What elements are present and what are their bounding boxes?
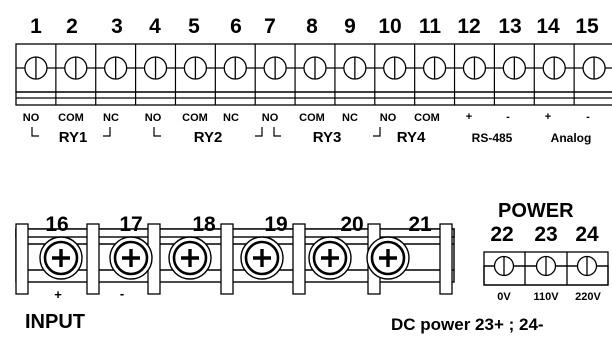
power-voltage-220v: 220V — [575, 291, 601, 303]
input-block-top-rail — [15, 228, 455, 238]
group-label-ry4: RY4 — [396, 129, 426, 146]
terminal-number-12: 12 — [457, 15, 481, 38]
input-number-17: 17 — [119, 213, 143, 236]
pin-label-12: + — [465, 111, 473, 123]
group-label-analog: Analog — [550, 131, 592, 145]
pin-label-13: - — [506, 111, 510, 123]
ry3-bracket-left — [273, 127, 281, 137]
terminal-number-1: 1 — [30, 15, 42, 38]
terminal-number-5: 5 — [188, 15, 200, 38]
input-plus-label: + — [54, 287, 62, 302]
screw-icon — [535, 255, 557, 277]
ry3-bracket-right — [373, 127, 381, 137]
input-number-20: 20 — [340, 213, 364, 236]
terminal-number-11: 11 — [418, 15, 442, 38]
screw-icon — [104, 56, 128, 80]
screw-icon — [263, 56, 287, 80]
dc-power-note: DC power 23+ ; 24- — [391, 315, 544, 334]
pin-label-6: NC — [223, 112, 239, 124]
pin-label-7: NO — [261, 112, 279, 124]
screw-icon — [542, 56, 566, 80]
screw-icon — [64, 56, 88, 80]
power-voltage-110v: 110V — [533, 291, 559, 303]
terminal-number-7: 7 — [264, 15, 276, 38]
input-minus-label: - — [119, 286, 125, 301]
screw-icon — [383, 56, 407, 80]
plus-screw-icon — [240, 236, 284, 280]
screw-icon — [303, 56, 327, 80]
ry2-bracket-right — [255, 127, 263, 137]
pin-label-5: COM — [182, 112, 208, 124]
terminal-number-2: 2 — [66, 15, 78, 38]
pin-label-10: NO — [379, 112, 397, 124]
screw-icon — [422, 56, 447, 80]
terminal-post — [220, 223, 234, 295]
input-number-21: 21 — [408, 213, 432, 236]
plus-screw-icon — [109, 236, 153, 280]
pin-label-14: + — [544, 111, 552, 123]
input-number-18: 18 — [192, 213, 216, 236]
plus-screw-icon — [168, 236, 212, 280]
pin-label-4: NO — [144, 112, 162, 124]
plus-screw-icon — [366, 236, 410, 280]
screw-icon — [493, 255, 515, 277]
screw-icon — [502, 56, 526, 80]
screw-icon — [24, 56, 48, 80]
plus-screw-icon — [39, 236, 83, 280]
power-title: POWER — [498, 200, 574, 222]
input-number-16: 16 — [45, 213, 69, 236]
relay-brackets — [31, 127, 381, 137]
group-label-ry1: RY1 — [58, 129, 88, 146]
power-number-23: 23 — [534, 223, 558, 246]
screw-icon — [183, 56, 208, 80]
power-voltage-0v: 0V — [497, 291, 511, 303]
pin-label-9: NC — [342, 112, 358, 124]
pin-label-11: COM — [414, 112, 440, 124]
terminal-post — [439, 223, 453, 295]
power-number-24: 24 — [575, 223, 599, 246]
group-label-rs485: RS-485 — [471, 131, 513, 145]
input-screw-row — [39, 236, 410, 280]
pin-label-2: COM — [58, 112, 84, 124]
terminal-number-10: 10 — [378, 15, 402, 38]
terminal-number-9: 9 — [344, 15, 356, 38]
screw-icon — [343, 56, 367, 80]
input-number-19: 19 — [264, 213, 288, 236]
power-screw-row — [493, 255, 598, 277]
terminal-post — [86, 223, 100, 295]
screw-icon — [582, 56, 606, 80]
plus-screw-icon — [308, 236, 352, 280]
group-label-ry3: RY3 — [312, 129, 342, 146]
terminal-number-4: 4 — [149, 15, 161, 38]
power-number-22: 22 — [490, 223, 514, 246]
group-label-ry2: RY2 — [193, 129, 223, 146]
terminal-number-8: 8 — [306, 15, 318, 38]
screw-icon — [462, 56, 487, 80]
terminal-number-3: 3 — [111, 15, 123, 38]
terminal-number-15: 15 — [575, 15, 599, 38]
ry1-bracket-left — [31, 127, 39, 137]
terminal-post — [15, 223, 29, 295]
pin-label-3: NC — [103, 112, 119, 124]
terminal-number-14: 14 — [536, 15, 560, 38]
ry1-bracket-right — [103, 127, 111, 137]
input-title: INPUT — [25, 311, 85, 333]
top-screw-row — [24, 44, 606, 105]
terminal-number-6: 6 — [230, 15, 242, 38]
pin-label-15: - — [586, 111, 590, 123]
terminal-number-13: 13 — [498, 15, 522, 38]
ry2-bracket-left — [153, 127, 161, 137]
pin-label-1: NO — [22, 112, 40, 124]
screw-icon — [223, 56, 247, 80]
terminal-post — [292, 223, 306, 295]
pin-label-8: COM — [299, 112, 325, 124]
screw-icon — [143, 56, 168, 80]
screw-icon — [576, 255, 598, 277]
